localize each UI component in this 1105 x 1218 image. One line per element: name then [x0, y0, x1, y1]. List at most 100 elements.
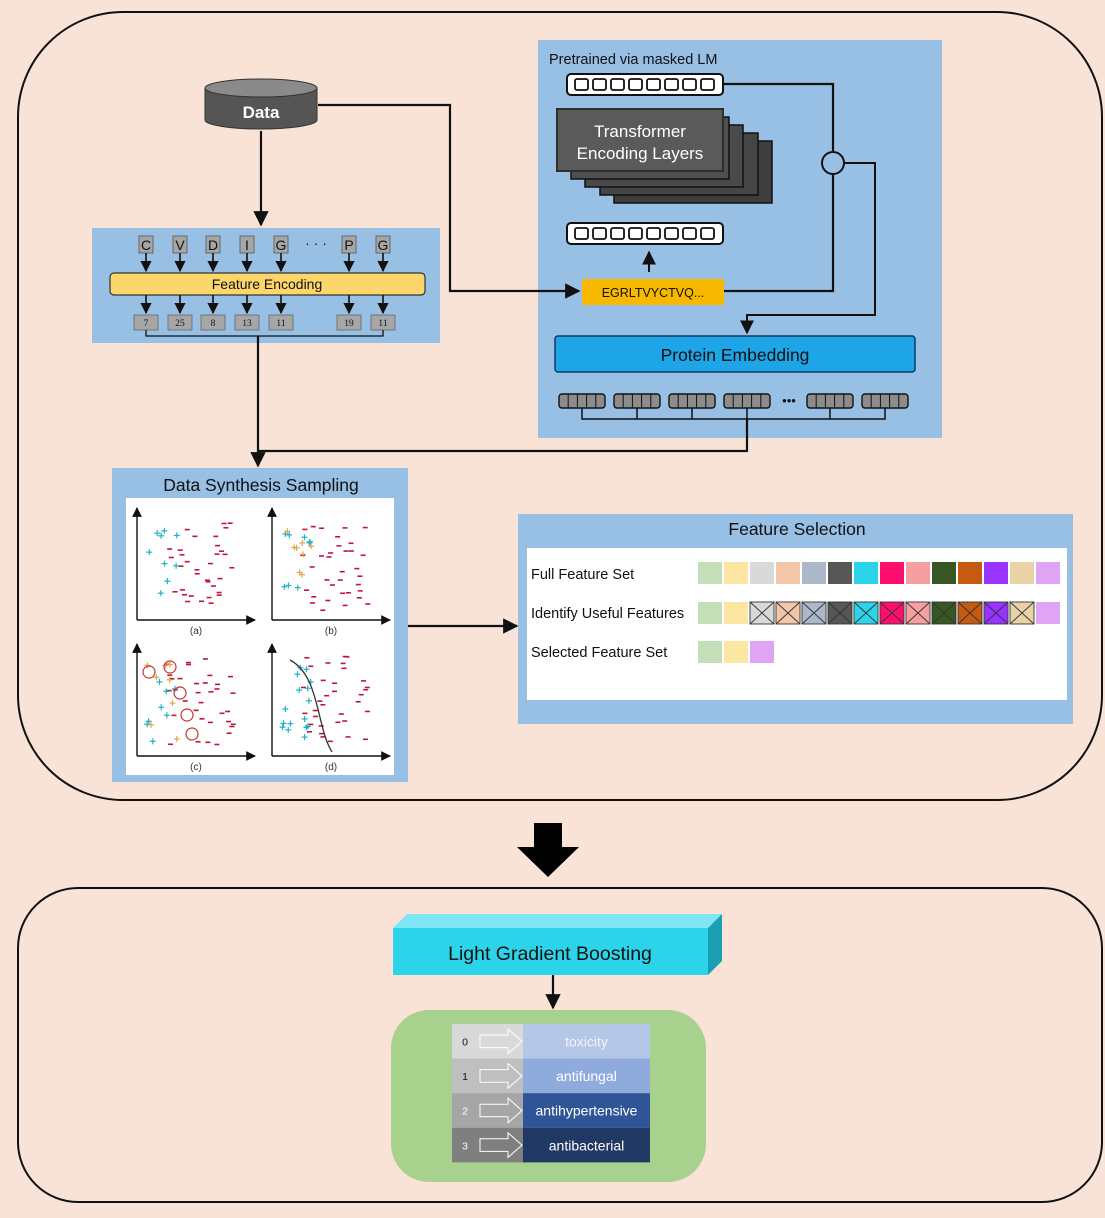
embedding-vector	[613, 393, 661, 409]
feature-cell	[1036, 602, 1060, 624]
output-index: 2	[462, 1106, 468, 1118]
encoded-value-box	[268, 314, 294, 331]
lgbm-label: Light Gradient Boosting	[448, 943, 652, 965]
feature-encoding-box	[109, 272, 426, 296]
output-arrow-icon	[479, 1062, 523, 1090]
feature-cell	[983, 601, 1009, 625]
prediction-frame	[17, 887, 1103, 1203]
embedding-vector	[806, 393, 854, 409]
output-token-bar	[566, 73, 724, 96]
sampling-panel: Data Synthesis Sampling (a) (b)(c) (d)	[112, 468, 408, 782]
feature-cell	[698, 602, 722, 624]
feature-cell	[931, 601, 957, 625]
feature-cell	[724, 641, 748, 663]
sampling-subplot: (c)	[132, 643, 256, 773]
feature-cell	[932, 562, 956, 584]
encoded-value-box	[167, 314, 193, 331]
feature-cell	[906, 562, 930, 584]
data-source: Data	[204, 78, 318, 130]
encoded-value-box	[200, 314, 226, 331]
subplot-label: (d)	[325, 762, 337, 773]
token-slot	[646, 227, 661, 240]
feature-cell	[750, 562, 774, 584]
sampling-title: Data Synthesis Sampling	[163, 475, 359, 495]
lgbm-block: Light Gradient Boosting	[393, 914, 722, 975]
feature-cell	[698, 641, 722, 663]
output-arrow-icon	[479, 1027, 523, 1055]
output-index: 3	[462, 1140, 468, 1152]
protein-embedding-box	[554, 335, 916, 373]
feature-cell	[1010, 562, 1034, 584]
transformer-stack: Transformer Encoding Layers	[556, 108, 773, 204]
amino-acid-label: P	[344, 237, 353, 253]
token-slot	[592, 227, 607, 240]
encoded-value-label: 19	[344, 319, 354, 329]
subplot-label: (a)	[190, 626, 202, 637]
embedding-ellipsis: •••	[782, 393, 796, 408]
embedding-vector	[558, 393, 606, 409]
feature-cell	[958, 562, 982, 584]
transformer-label-line2: Encoding Layers	[577, 144, 704, 163]
token-slot	[628, 227, 643, 240]
token-slot	[610, 78, 625, 91]
feature-cell	[827, 601, 853, 625]
amino-acid-label: V	[175, 237, 185, 253]
feature-cell	[957, 601, 983, 625]
amino-acid-label: G	[276, 237, 287, 253]
identify-useful-features-label: Identify Useful Features	[531, 606, 684, 622]
output-arrow-icon	[479, 1131, 523, 1159]
amino-acid-ellipsis: · · ·	[305, 235, 327, 251]
sequence-box	[582, 279, 724, 305]
amino-acid-label: I	[245, 237, 249, 253]
feature-cell	[698, 562, 722, 584]
output-label: antihypertensive	[536, 1103, 638, 1119]
pipeline-frame	[17, 11, 1103, 801]
token-slot	[700, 227, 715, 240]
token-slot	[664, 78, 679, 91]
input-token-bar	[566, 222, 724, 245]
selected-feature-set-label: Selected Feature Set	[531, 645, 667, 661]
token-slot	[664, 227, 679, 240]
feature-cell	[776, 562, 800, 584]
sampling-subplot: (b)	[267, 507, 391, 637]
feature-cell	[724, 602, 748, 624]
output-arrow-icon	[479, 1097, 523, 1124]
big-down-arrow	[517, 823, 579, 877]
feature-cell	[802, 562, 826, 584]
feature-cell	[775, 601, 801, 625]
pretrained-title: Pretrained via masked LM	[549, 52, 717, 68]
encoded-value-label: 25	[175, 319, 185, 329]
output-index: 1	[462, 1071, 468, 1083]
feature-encoding-label: Feature Encoding	[212, 276, 323, 292]
output-index: 0	[462, 1037, 468, 1049]
embedding-vector	[723, 393, 771, 409]
feature-cell	[854, 562, 878, 584]
feature-cell	[750, 641, 774, 663]
feature-cell	[801, 601, 827, 625]
full-feature-set-label: Full Feature Set	[531, 567, 634, 583]
token-slot	[682, 78, 697, 91]
sampling-subplot: (a)	[132, 507, 256, 637]
data-label: Data	[243, 103, 280, 122]
embedding-vector	[861, 393, 909, 409]
encoded-value-label: 7	[144, 319, 149, 329]
token-slot	[646, 78, 661, 91]
feature-cell	[1009, 601, 1035, 625]
pretrained-panel: Pretrained via masked LM Transformer Enc…	[538, 40, 942, 438]
encoded-value-label: 11	[378, 319, 387, 329]
feature-selection-title: Feature Selection	[728, 519, 865, 539]
feature-cell	[853, 601, 879, 625]
token-slot	[628, 78, 643, 91]
sampling-subplot: (d)	[267, 643, 391, 773]
output-row: 2 antihypertensive	[452, 1093, 650, 1128]
encoded-value-box	[336, 314, 362, 331]
feature-cell	[1036, 562, 1060, 584]
feature-cell	[879, 601, 905, 625]
